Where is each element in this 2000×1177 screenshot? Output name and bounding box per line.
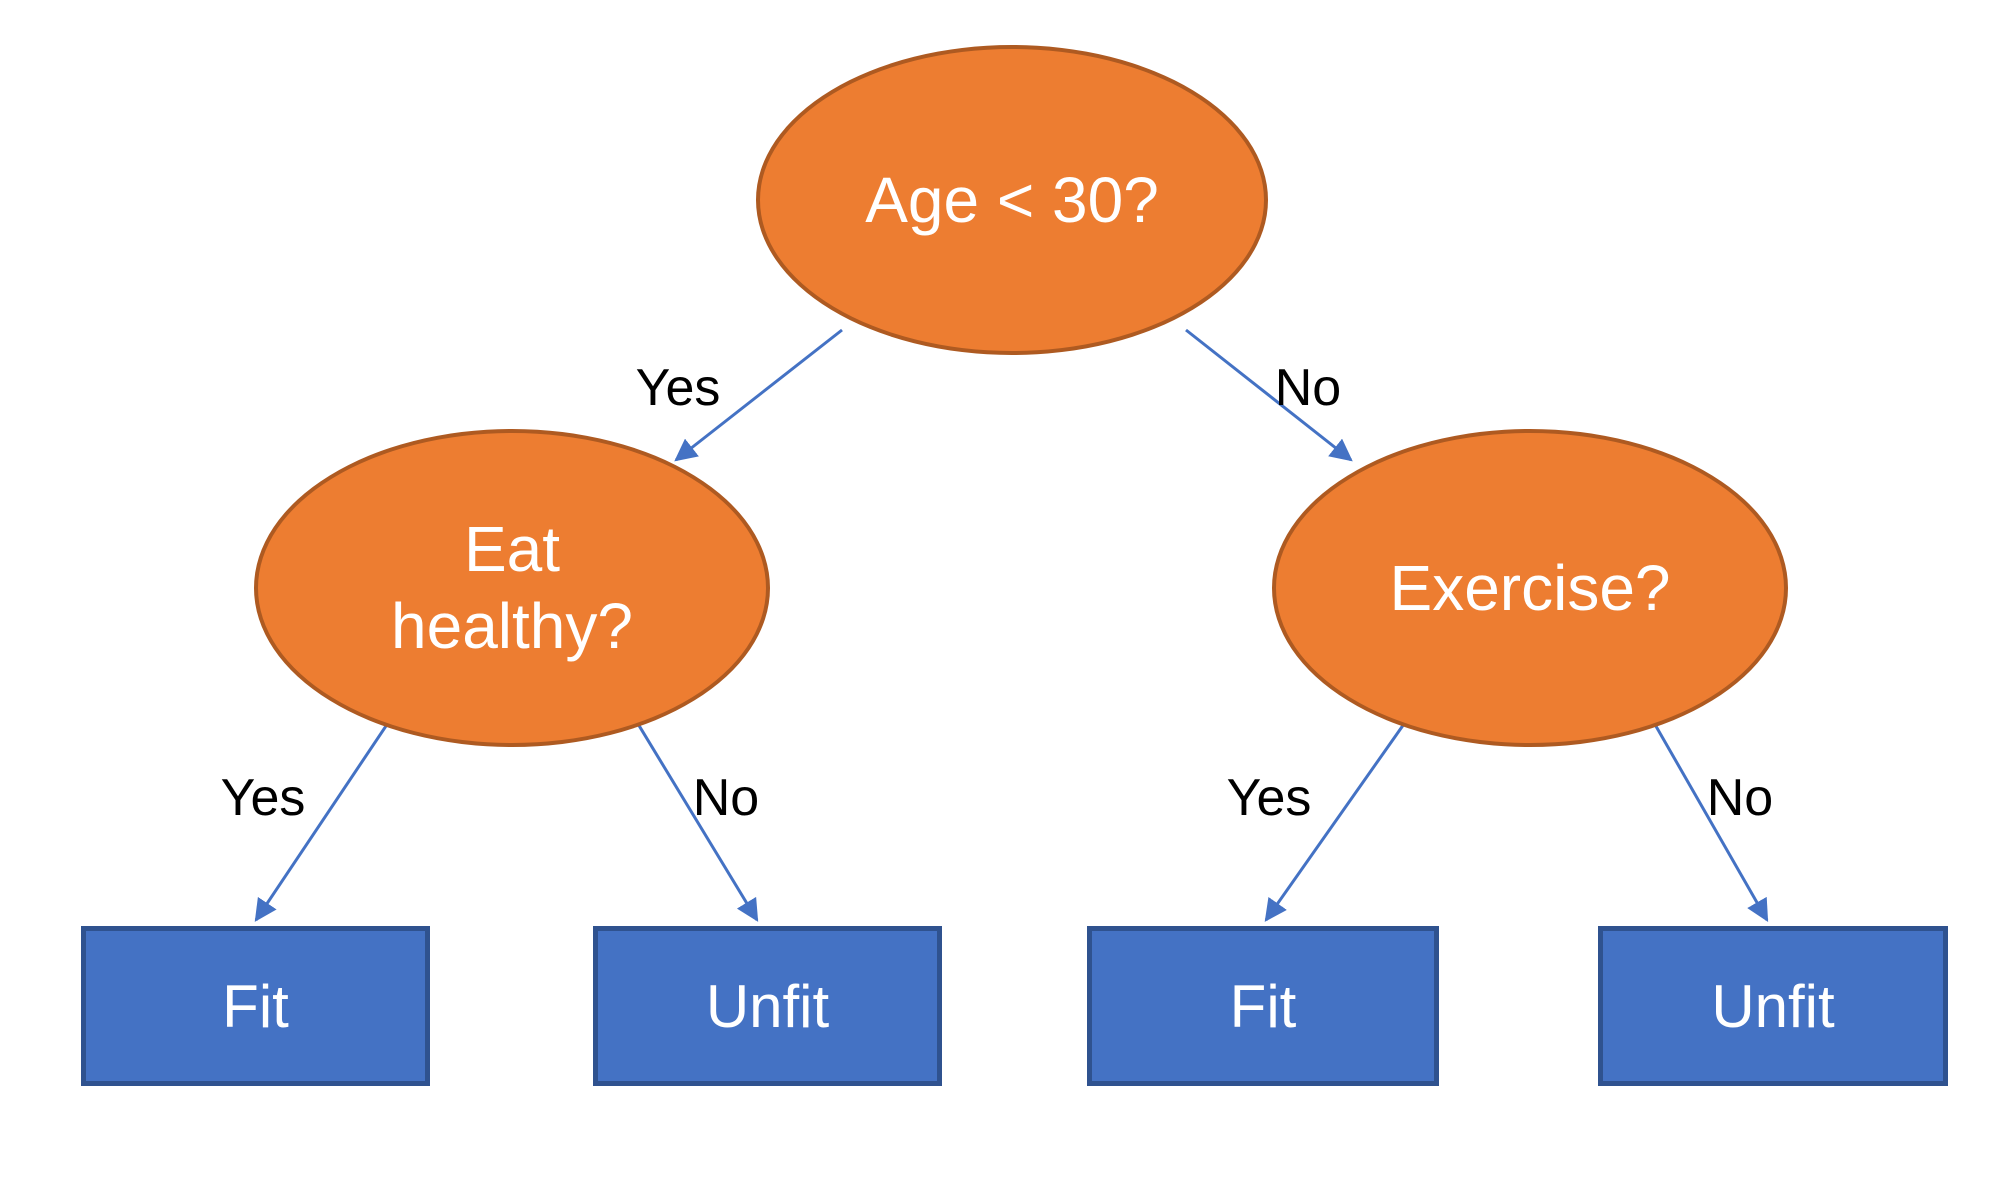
node-age-question-label: Age < 30?: [865, 163, 1159, 236]
node-exercise-question[interactable]: Exercise?: [1272, 429, 1788, 747]
edge-label-exercise-no[interactable]: No: [1706, 769, 1774, 827]
edge-label-exercise-yes[interactable]: Yes: [1226, 769, 1312, 827]
leaf-unfit-left[interactable]: Unfit: [593, 926, 942, 1086]
edge-label-root-yes[interactable]: Yes: [635, 359, 721, 417]
leaf-fit-left-label: Fit: [222, 972, 289, 1040]
arrow-eat-healthy-to-fit[interactable]: [254, 713, 396, 922]
leaf-fit-left[interactable]: Fit: [81, 926, 430, 1086]
node-eat-healthy-question[interactable]: Eat healthy?: [254, 429, 770, 747]
leaf-unfit-left-label: Unfit: [705, 972, 830, 1040]
edge-label-root-no[interactable]: No: [1274, 359, 1342, 417]
edge-label-eat-healthy-no[interactable]: No: [692, 769, 760, 827]
arrow-root-to-eat-healthy[interactable]: [674, 328, 843, 462]
node-exercise-question-label: Exercise?: [1389, 551, 1671, 624]
arrow-root-to-exercise[interactable]: [1185, 328, 1353, 462]
node-age-question[interactable]: Age < 30?: [756, 45, 1268, 355]
arrow-exercise-to-unfit[interactable]: [1647, 713, 1769, 922]
arrow-exercise-to-fit[interactable]: [1264, 713, 1413, 922]
leaf-fit-right[interactable]: Fit: [1087, 926, 1439, 1086]
leaf-unfit-right-label: Unfit: [1711, 972, 1835, 1040]
leaf-fit-right-label: Fit: [1229, 972, 1297, 1040]
edge-label-eat-healthy-yes[interactable]: Yes: [220, 769, 306, 827]
leaf-unfit-right[interactable]: Unfit: [1598, 926, 1948, 1086]
node-eat-healthy-question-label: Eat healthy?: [391, 513, 633, 662]
arrow-eat-healthy-to-unfit[interactable]: [630, 713, 759, 922]
